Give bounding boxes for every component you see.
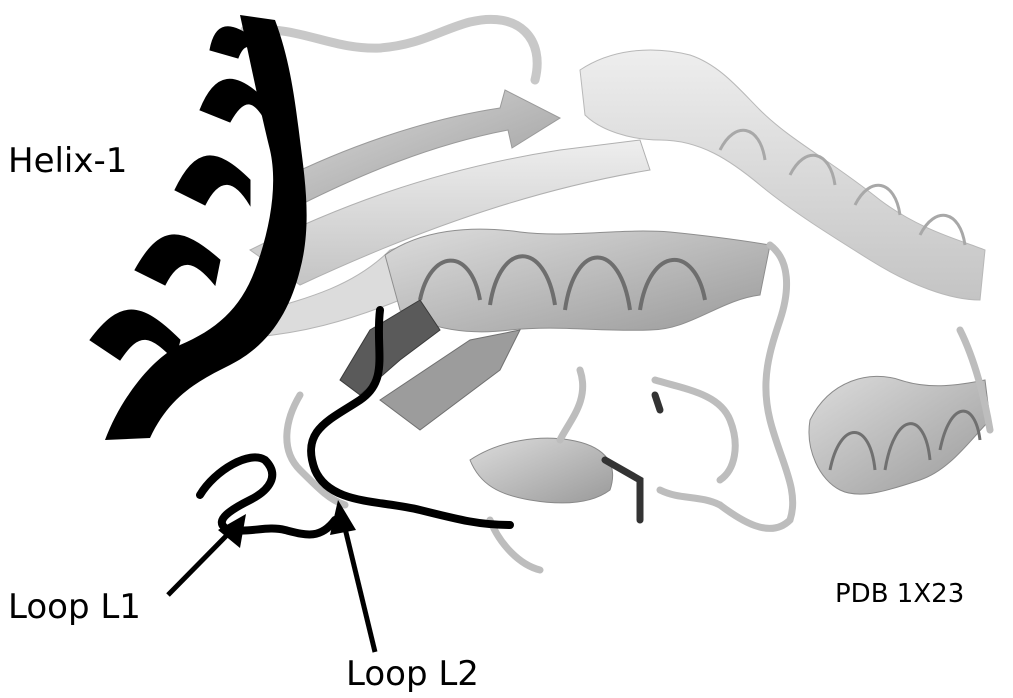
loop-l2-label: Loop L2 [346,654,479,694]
arrow-loop-l1 [168,514,246,595]
helix-1-ribbon [90,15,307,440]
lower-right-helix [809,376,990,494]
protein-ribbon-body [230,19,990,570]
arrow-loop-l2 [330,500,375,652]
helix-1-body [105,15,307,440]
loop-l1-label: Loop L1 [8,587,141,627]
pdb-id-label: PDB 1X23 [835,579,964,609]
lower-central-helix [470,438,613,503]
helix-1-label: Helix-1 [8,141,127,181]
dark-stubs [605,395,660,520]
central-helix [385,229,770,332]
